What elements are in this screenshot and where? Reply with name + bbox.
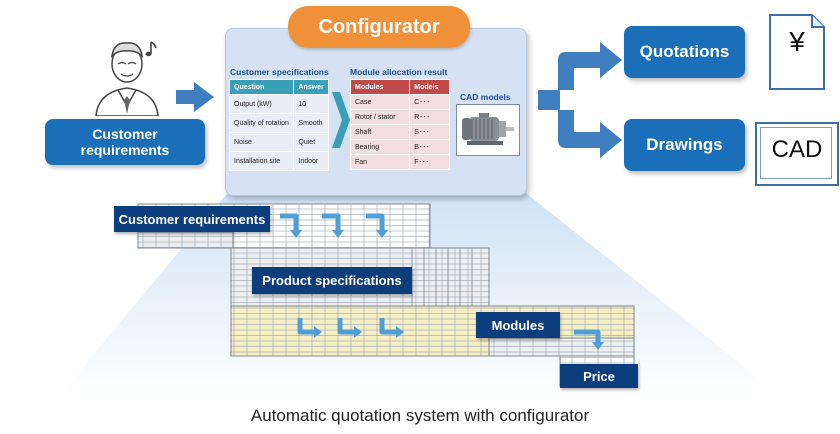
cs-question: Quality of rotation [228,113,295,133]
customer-requirements-box: Customer requirements [45,119,205,165]
quotation-document-icon [769,14,825,90]
customer-specifications-table: Question Answer Output (kW) 10 Quality o… [228,79,329,171]
table-row: Bearing B･･･ [349,139,450,155]
ma-model: B･･･ [409,139,450,155]
ma-module: Fan [349,154,411,170]
cs-question: Installation site [228,151,295,171]
customer-person-icon [95,41,159,116]
input-arrow-icon [176,82,214,112]
cad-models-title: CAD models [460,92,511,102]
branch-arrow-icon [538,42,622,158]
flow-arrow-icon [366,213,385,232]
table-row: Fan F･･･ [349,154,450,170]
flow-arrow-icon [337,318,356,335]
flow-arrow-icon [297,318,316,335]
customer-requirements-label: Customer requirements [80,126,170,158]
yen-symbol: ¥ [789,26,805,57]
ma-header-modules: Modules [349,79,411,95]
cad-model-thumbnail [456,104,520,156]
table-row: Noise Quiet [228,132,329,152]
drawings-box: Drawings [624,119,745,171]
cs-answer: Indoor [293,151,329,171]
flow-arrow-icon [574,329,601,344]
drawings-label: Drawings [646,135,723,154]
quotations-box: Quotations [624,26,745,78]
quotations-label: Quotations [639,42,730,61]
cs-question: Output (kW) [228,94,295,114]
module-allocation-table: Modules Models Case C･･･ Rotor / stator … [349,79,450,170]
flow-arrow-icon [322,213,341,232]
cad-drawing-document [755,122,839,186]
ma-module: Bearing [349,139,411,155]
flow-arrow-icon [379,318,398,335]
flow-arrow-icon [280,213,299,232]
flow-modules-label: Modules [476,312,560,338]
table-row: Installation site Indoor [228,151,329,171]
table-row: Quality of rotation Smooth [228,113,329,133]
cad-drawing-inner-frame [760,127,832,179]
cad-drawing-label: CAD [771,136,823,163]
cs-header-answer: Answer [293,79,329,95]
module-allocation-title: Module allocation result [350,67,448,77]
flow-customer-requirements-label: Customer requirements [114,206,270,232]
cs-answer: Smooth [293,113,329,133]
ma-model: C･･･ [409,94,450,110]
motor-icon [462,113,514,145]
flow-product-specifications-label: Product specifications [252,267,412,294]
cs-header-question: Question [228,79,295,95]
diagram-caption: Automatic quotation system with configur… [250,406,590,425]
customer-specifications-title: Customer specifications [230,67,329,77]
ma-module: Case [349,94,411,110]
table-row: Rotor / stator R･･･ [349,109,450,125]
cs-question: Noise [228,132,295,152]
configurator-title: Configurator [288,6,470,48]
table-row: Output (kW) 10 [228,94,329,114]
table-row: Case C･･･ [349,94,450,110]
allocation-arrow-icon [332,92,350,148]
ma-model: F･･･ [409,154,450,170]
flow-price-label: Price [560,364,638,388]
